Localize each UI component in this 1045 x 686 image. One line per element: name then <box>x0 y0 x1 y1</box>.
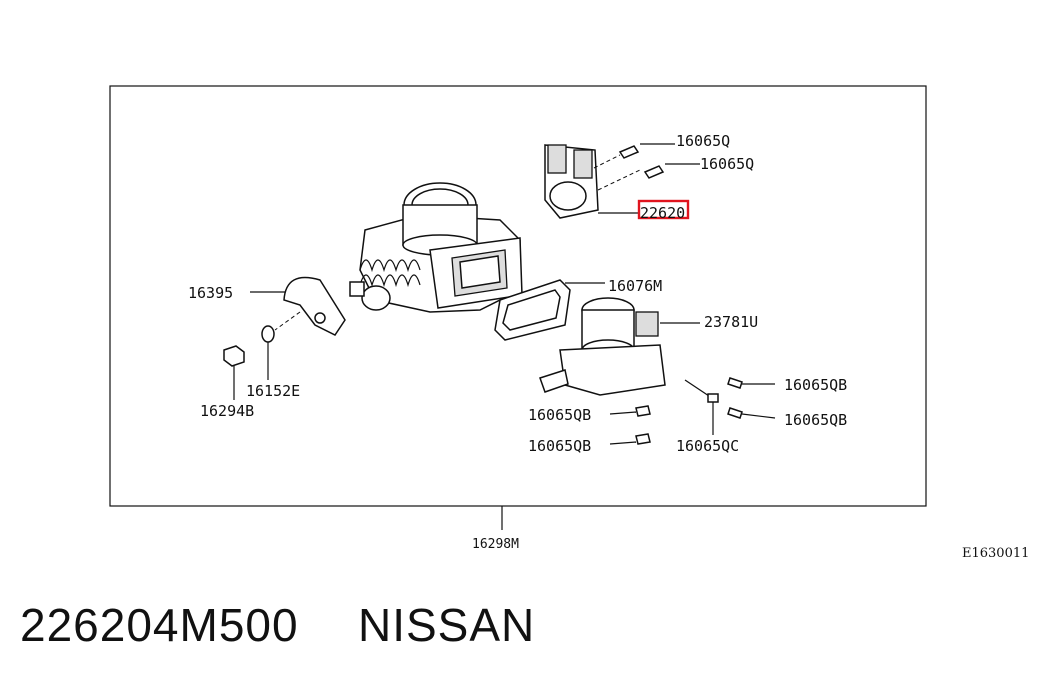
idle-air-valve-drawing <box>539 297 666 396</box>
throttle-lever-drawing <box>274 276 346 336</box>
callout-16152E: 16152E <box>246 382 300 400</box>
callout-16065QB-l2: 16065QB <box>528 437 591 455</box>
throttle-body-drawing <box>349 182 523 313</box>
callout-16395: 16395 <box>188 284 233 302</box>
callout-16065QB-r2: 16065QB <box>784 411 847 429</box>
callout-23781U: 23781U <box>704 313 758 331</box>
throttle-position-sensor-drawing <box>544 144 665 219</box>
brand-name: NISSAN <box>358 599 536 651</box>
nut-drawing <box>223 345 245 367</box>
callout-16065QB-l1: 16065QB <box>528 406 591 424</box>
bolt-drawings <box>609 377 776 445</box>
gasket-drawing <box>494 279 571 341</box>
callout-16065QB-r1: 16065QB <box>784 376 847 394</box>
part-number: 226204M500 <box>20 599 299 651</box>
diagram-frame <box>109 85 927 507</box>
spring-coil <box>349 259 421 311</box>
callout-16294B: 16294B <box>200 402 254 420</box>
callout-16065Q-b: 16065Q <box>700 155 754 173</box>
reference-code: E1630011 <box>962 546 1030 561</box>
callout-16076M: 16076M <box>608 277 662 295</box>
highlight-box <box>637 199 690 220</box>
callout-16298M: 16298M <box>472 537 519 552</box>
washer-drawing <box>261 325 275 343</box>
callout-22620: 22620 <box>640 204 685 222</box>
callout-16065Q-a: 16065Q <box>676 132 730 150</box>
callout-16065QC: 16065QC <box>676 437 739 455</box>
